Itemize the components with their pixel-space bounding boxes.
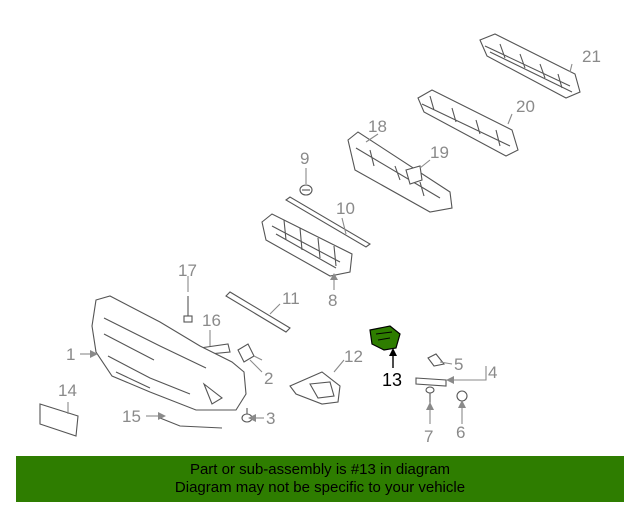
- part-17-bolt: [183, 296, 193, 323]
- callout-7: 7: [424, 427, 433, 446]
- callout-6: 6: [456, 423, 465, 442]
- callout-2: 2: [264, 369, 273, 388]
- callout-4: 4: [488, 363, 497, 382]
- banner-line-part: Part or sub-assembly is #13 in diagram: [189, 461, 451, 478]
- callout-10: 10: [336, 199, 355, 218]
- callout-5: 5: [454, 355, 463, 374]
- part-6-nut: [456, 390, 468, 402]
- notice-banner: Part or sub-assembly is #13 in diagram D…: [16, 456, 624, 502]
- callout-16: 16: [202, 311, 221, 330]
- callout-13-highlighted: 13: [382, 370, 402, 390]
- part-14-plate-bracket: [39, 403, 79, 437]
- callout-12: 12: [344, 347, 363, 366]
- part-19-bracket: [405, 165, 423, 185]
- callout-18: 18: [368, 117, 387, 136]
- callout-11: 11: [282, 289, 300, 308]
- part-21-reinforcement: [479, 33, 581, 99]
- callout-8: 8: [328, 291, 337, 310]
- part-20-beam: [417, 89, 519, 157]
- callout-15: 15: [122, 407, 141, 426]
- part-3-screw: [241, 408, 253, 423]
- callout-17: 17: [178, 261, 197, 280]
- parts-diagram: 21 20 18 19 9 10 8 11 17 16 12 1 2 5 4 1…: [39, 33, 601, 446]
- part-7-bolt: [425, 386, 435, 404]
- part-12-bezel: [289, 371, 341, 405]
- callout-leaders: [67, 63, 573, 424]
- callout-19: 19: [430, 143, 449, 162]
- part-1-bumper-cover: [91, 295, 247, 411]
- part-18-absorber: [347, 131, 453, 213]
- part-5-lamp: [427, 353, 445, 367]
- part-15-strip: [159, 417, 223, 429]
- part-2-bracket: [237, 343, 255, 363]
- callout-1: 1: [66, 345, 75, 364]
- callout-21: 21: [582, 47, 601, 66]
- callout-9: 9: [300, 149, 309, 168]
- banner-line-disclaimer: Diagram may not be specific to your vehi…: [174, 479, 466, 496]
- part-10-strip: [285, 196, 371, 248]
- callout-3: 3: [266, 409, 275, 428]
- callout-14: 14: [58, 381, 77, 400]
- callout-20: 20: [516, 97, 535, 116]
- part-8-grille: [261, 213, 353, 277]
- part-9-clip: [299, 184, 313, 196]
- part-4-lamp: [415, 377, 447, 387]
- part-13-bracket-highlighted: [369, 325, 401, 351]
- callout-13-leader: [389, 348, 397, 368]
- part-11-molding: [225, 291, 291, 333]
